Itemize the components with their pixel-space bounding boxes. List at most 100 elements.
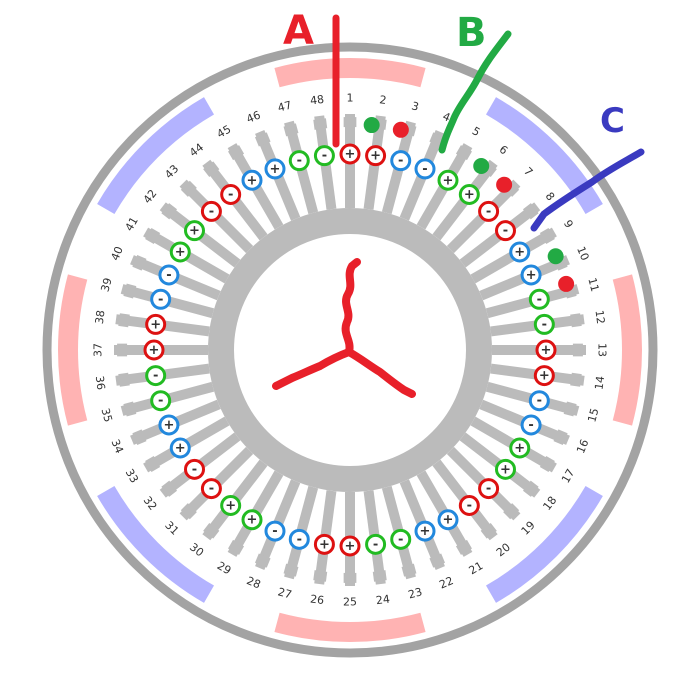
slot-label: 21 — [467, 559, 486, 577]
coil-sign: + — [345, 147, 356, 162]
coil-ring — [414, 158, 436, 180]
coil-marker: - — [150, 288, 172, 310]
coil-marker: + — [143, 339, 165, 361]
coil-marker: - — [200, 478, 222, 500]
slot-label: 14 — [592, 375, 607, 391]
frame-ring — [42, 42, 658, 658]
coil-marker: + — [414, 520, 436, 542]
coil-sign: - — [228, 188, 233, 203]
coil-sign: + — [539, 369, 550, 384]
coil-sign: + — [175, 245, 186, 260]
slot-label: 36 — [93, 375, 108, 391]
coil-marker: - — [264, 520, 286, 542]
coil-ring — [414, 520, 436, 542]
coil-sign: + — [150, 317, 161, 332]
slot-label: 18 — [541, 494, 560, 513]
rotor-pole-arcs — [58, 58, 642, 642]
slot-label: 19 — [519, 519, 538, 538]
tooth-tip — [123, 283, 137, 299]
coil-sign: + — [420, 524, 431, 539]
tooth-tip — [283, 563, 299, 577]
coil-ring — [390, 150, 412, 172]
slot-label: 43 — [162, 162, 181, 181]
tooth-tip — [283, 123, 299, 137]
coil-sign: - — [373, 537, 378, 552]
coil-ring — [509, 241, 531, 263]
coil-ring — [145, 313, 167, 335]
coil-ring — [200, 200, 222, 222]
coil-marker: + — [241, 169, 263, 191]
coil-sign: + — [443, 173, 454, 188]
slot-label: 23 — [407, 585, 424, 601]
coil-ring — [169, 437, 191, 459]
coil-marker: - — [390, 528, 412, 550]
coil-ring — [150, 390, 172, 412]
coil-ring — [365, 533, 387, 555]
slot-label: 17 — [559, 467, 577, 486]
coil-sign: - — [486, 204, 491, 219]
slot-label: 32 — [141, 494, 160, 513]
slot-label: 9 — [561, 218, 576, 231]
coil-ring — [520, 264, 542, 286]
star-branch-up — [341, 258, 361, 356]
slot-label: 47 — [276, 98, 293, 114]
slot-label: 1 — [347, 92, 354, 105]
coil-marker: + — [520, 264, 542, 286]
coil-ring — [200, 478, 222, 500]
tooth-tip — [401, 563, 417, 577]
coil-ring — [533, 365, 555, 387]
coil-ring — [220, 184, 242, 206]
phase-label-b: B — [456, 10, 487, 56]
slot-label: 40 — [108, 245, 125, 263]
coil-ring — [458, 494, 480, 516]
coil-sign: + — [526, 268, 537, 283]
coil-ring — [339, 143, 361, 165]
star-connection-symbol — [272, 258, 416, 398]
coil-marker: + — [241, 509, 263, 531]
slot-label: 39 — [98, 276, 114, 293]
coil-marker: + — [145, 313, 167, 335]
slot-label: 34 — [108, 437, 125, 455]
stator-yoke — [208, 208, 492, 492]
slot-label: 4 — [441, 110, 452, 125]
tooth-tip — [553, 429, 568, 446]
coil-sign: - — [322, 149, 327, 164]
slot-label: 13 — [596, 343, 609, 357]
coil-sign: + — [247, 173, 258, 188]
pole-arc — [485, 97, 603, 215]
coil-marker: + — [458, 184, 480, 206]
coil-ring — [313, 533, 335, 555]
coil-sign: + — [464, 188, 475, 203]
coil-ring — [184, 220, 206, 242]
slot-label: 45 — [215, 123, 234, 141]
coil-ring — [220, 494, 242, 516]
tooth-tip — [539, 228, 555, 245]
coil-sign: - — [297, 154, 302, 169]
coil-sign: + — [175, 441, 186, 456]
coil-marker: - — [494, 220, 516, 242]
slot-label: 38 — [93, 309, 108, 325]
coil-sign: - — [467, 498, 472, 513]
tooth-tip — [228, 145, 245, 161]
phase-label-a: A — [283, 8, 314, 54]
tooth-tip — [539, 455, 555, 472]
coil-marker: + — [158, 414, 180, 436]
tooth-tip — [161, 203, 178, 220]
coil-marker: - — [458, 494, 480, 516]
slot-label: 27 — [276, 585, 293, 601]
slot-label: 6 — [497, 143, 510, 158]
coil-marker: - — [220, 184, 242, 206]
coil-marker: - — [288, 528, 310, 550]
coil-sign: + — [319, 537, 330, 552]
coil-ring — [437, 169, 459, 191]
coil-ring — [494, 458, 516, 480]
tooth-tip — [132, 254, 147, 271]
coil-ring — [169, 241, 191, 263]
tooth-tip — [455, 145, 472, 161]
slot-label: 22 — [437, 574, 455, 591]
coil-sign: - — [209, 204, 214, 219]
coil-sign: - — [158, 292, 163, 307]
coil-sign: - — [153, 369, 158, 384]
slot-label: 35 — [98, 407, 114, 424]
